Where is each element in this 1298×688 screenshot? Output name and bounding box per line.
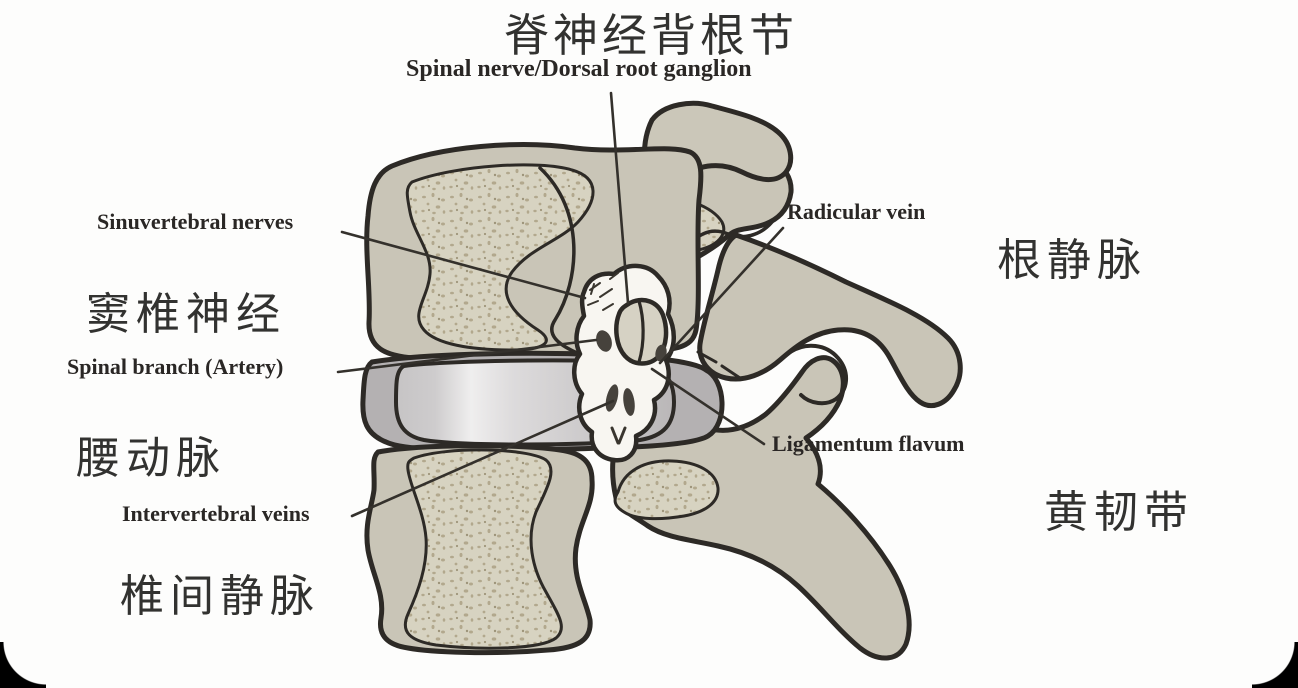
label-radicular-vein-en: Radicular vein [787,199,926,224]
leader-ligamentum-flavum [650,367,766,446]
label-radicular-vein-cn: 根静脉 [997,236,1147,285]
label-ligamentum-flavum-en: Ligamentum flavum [772,431,965,456]
transverse-process [697,232,963,408]
leader-spinal-branch-artery [336,338,598,374]
lower-body-trabecular-bone [403,448,563,650]
label-spinal-branch-artery-en: Spinal branch (Artery) [67,354,284,379]
lower-lamina-trabecular-bone [613,459,720,521]
label-intervertebral-veins-en: Intervertebral veins [122,501,310,526]
leader-sinuvertebral-nerves [340,230,587,300]
leader-lines [336,91,785,518]
ganglion-crease-line [637,299,645,364]
label-intervertebral-veins-cn: 椎间静脉 [120,572,320,621]
leader-radicular-vein [658,226,785,365]
rounded-corner-bottom-left [0,642,46,688]
leader-intervertebral-veins [350,399,615,518]
ligament-dashes [696,350,742,380]
label-sinuvertebral-nerves-en: Sinuvertebral nerves [97,209,294,234]
label-title-en: Spinal nerve/Dorsal root ganglion [406,56,752,82]
intervertebral-foramen [572,263,676,463]
label-ligamentum-flavum-cn: 黄韧带 [1044,488,1194,537]
label-lumbar-artery-cn: 腰动脉 [76,434,226,483]
dorsal-root-ganglion [614,297,669,366]
facet-joint-line [788,343,848,406]
rounded-corner-bottom-right [1252,642,1298,688]
vein-tick-marks [610,426,627,445]
label-title-cn: 脊神经背根节 [504,11,799,61]
upper-body-inner-line [538,166,577,354]
label-sinuvertebral-nerves-cn: 窦椎神经 [86,290,286,339]
leader-dorsal-root-ganglion [609,91,630,305]
sinuvertebral-nerve-twigs-icon [587,272,619,311]
lower-vertebral-body [364,443,595,656]
